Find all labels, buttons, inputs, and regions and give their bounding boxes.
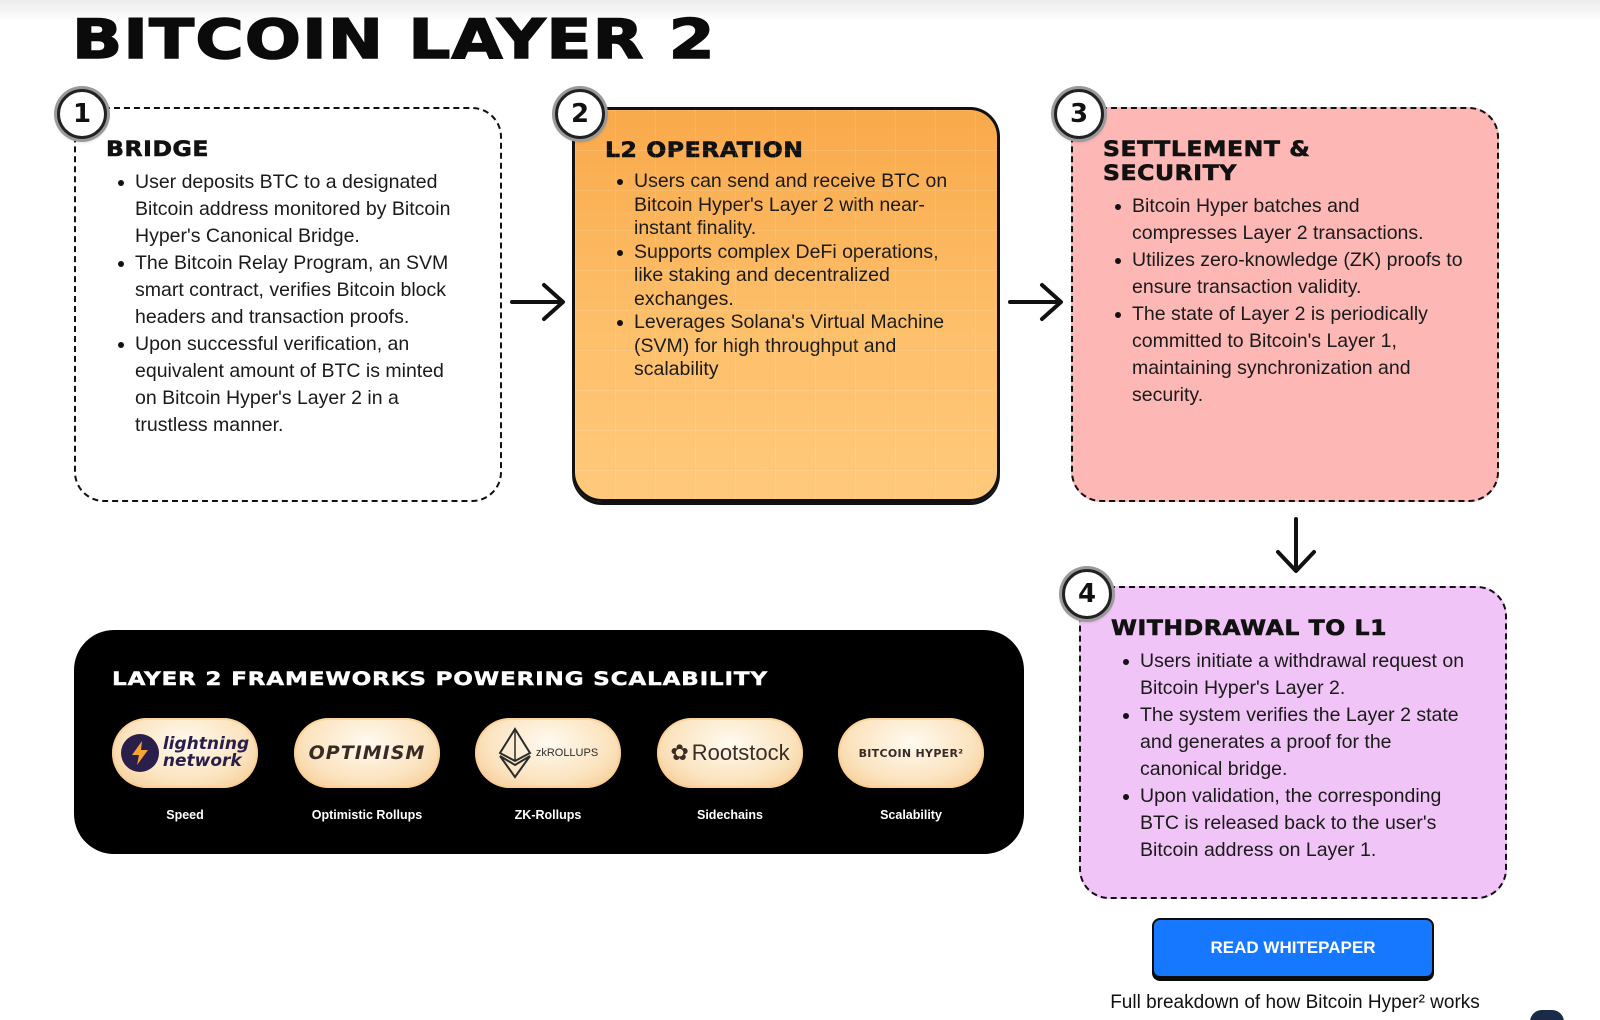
framework-lightning: lightning network Speed bbox=[112, 718, 258, 822]
framework-caption: Speed bbox=[166, 808, 204, 822]
list-item: User deposits BTC to a designated Bitcoi… bbox=[106, 169, 470, 250]
logo-text: OPTIMISM bbox=[308, 742, 426, 764]
lightning-bolt-icon bbox=[120, 734, 159, 772]
list-item: Users can send and receive BTC on Bitcoi… bbox=[605, 170, 967, 241]
step-bullets: Bitcoin Hyper batches and compresses Lay… bbox=[1103, 193, 1467, 409]
list-item: Leverages Solana's Virtual Machine (SVM)… bbox=[605, 311, 967, 382]
arrow-right-icon bbox=[1008, 283, 1063, 321]
list-item: Bitcoin Hyper batches and compresses Lay… bbox=[1103, 193, 1467, 247]
page-title: BITCOIN LAYER 2 bbox=[71, 7, 716, 72]
step-card-settlement-security: SETTLEMENT & SECURITY Bitcoin Hyper batc… bbox=[1071, 107, 1499, 502]
top-fade bbox=[0, 0, 1600, 22]
rootstock-logo: ✿ Rootstock bbox=[657, 718, 803, 788]
step-bullets: Users can send and receive BTC on Bitcoi… bbox=[605, 170, 967, 382]
frameworks-panel: LAYER 2 FRAMEWORKS POWERING SCALABILITY … bbox=[74, 630, 1024, 854]
list-item: Users initiate a withdrawal request on B… bbox=[1111, 648, 1475, 702]
logo-text: BITCOIN HYPER² bbox=[858, 746, 964, 760]
list-item: The Bitcoin Relay Program, an SVM smart … bbox=[106, 250, 470, 331]
logo-text: lightning bbox=[162, 734, 250, 754]
framework-rootstock: ✿ Rootstock Sidechains bbox=[657, 718, 803, 822]
ethereum-icon bbox=[498, 727, 532, 779]
lightning-network-logo: lightning network bbox=[112, 718, 258, 788]
bitcoin-hyper-logo: BITCOIN HYPER² bbox=[838, 718, 984, 788]
step-1-badge: 1 bbox=[57, 89, 107, 139]
logo-text: Rootstock bbox=[691, 740, 790, 765]
step-2-badge: 2 bbox=[555, 89, 605, 139]
read-whitepaper-button[interactable]: READ WHITEPAPER bbox=[1152, 918, 1434, 978]
list-item: Supports complex DeFi operations, like s… bbox=[605, 241, 967, 312]
logo-text: network bbox=[162, 751, 242, 771]
optimism-logo: OPTIMISM bbox=[294, 718, 440, 788]
rootstock-icon: ✿ bbox=[670, 740, 689, 765]
framework-optimism: OPTIMISM Optimistic Rollups bbox=[294, 718, 440, 822]
cta-subtext: Full breakdown of how Bitcoin Hyper² wor… bbox=[1110, 992, 1480, 1013]
framework-zkrollups: zkROLLUPS ZK-Rollups bbox=[475, 718, 621, 822]
list-item: The system verifies the Layer 2 state an… bbox=[1111, 702, 1475, 783]
step-title: L2 OPERATION bbox=[605, 138, 804, 163]
step-title: SETTLEMENT & SECURITY bbox=[1103, 137, 1311, 186]
chat-widget-icon[interactable] bbox=[1530, 1010, 1564, 1020]
framework-caption: Scalability bbox=[880, 808, 942, 822]
framework-caption: Optimistic Rollups bbox=[311, 808, 423, 822]
framework-caption: ZK-Rollups bbox=[514, 808, 582, 822]
step-title: BRIDGE bbox=[106, 137, 210, 162]
arrow-right-icon bbox=[510, 283, 565, 321]
step-card-bridge: BRIDGE User deposits BTC to a designated… bbox=[74, 107, 502, 502]
list-item: Upon validation, the corresponding BTC i… bbox=[1111, 783, 1475, 864]
step-3-badge: 3 bbox=[1054, 89, 1104, 139]
framework-caption: Sidechains bbox=[697, 808, 763, 822]
step-4-badge: 4 bbox=[1062, 569, 1112, 619]
logo-text: zkROLLUPS bbox=[535, 747, 599, 759]
arrow-down-icon bbox=[1276, 517, 1316, 573]
list-item: Upon successful verification, an equival… bbox=[106, 331, 470, 439]
framework-bitcoin-hyper: BITCOIN HYPER² Scalability bbox=[838, 718, 984, 822]
frameworks-title: LAYER 2 FRAMEWORKS POWERING SCALABILITY bbox=[112, 668, 768, 690]
list-item: Utilizes zero-knowledge (ZK) proofs to e… bbox=[1103, 247, 1467, 301]
zkrollups-logo: zkROLLUPS bbox=[475, 718, 621, 788]
list-item: The state of Layer 2 is periodically com… bbox=[1103, 301, 1467, 409]
step-bullets: User deposits BTC to a designated Bitcoi… bbox=[106, 169, 470, 439]
step-card-withdrawal: WITHDRAWAL TO L1 Users initiate a withdr… bbox=[1079, 586, 1507, 899]
step-title: WITHDRAWAL TO L1 bbox=[1111, 616, 1388, 641]
step-bullets: Users initiate a withdrawal request on B… bbox=[1111, 648, 1475, 864]
step-card-l2-operation: L2 OPERATION Users can send and receive … bbox=[572, 107, 1000, 502]
